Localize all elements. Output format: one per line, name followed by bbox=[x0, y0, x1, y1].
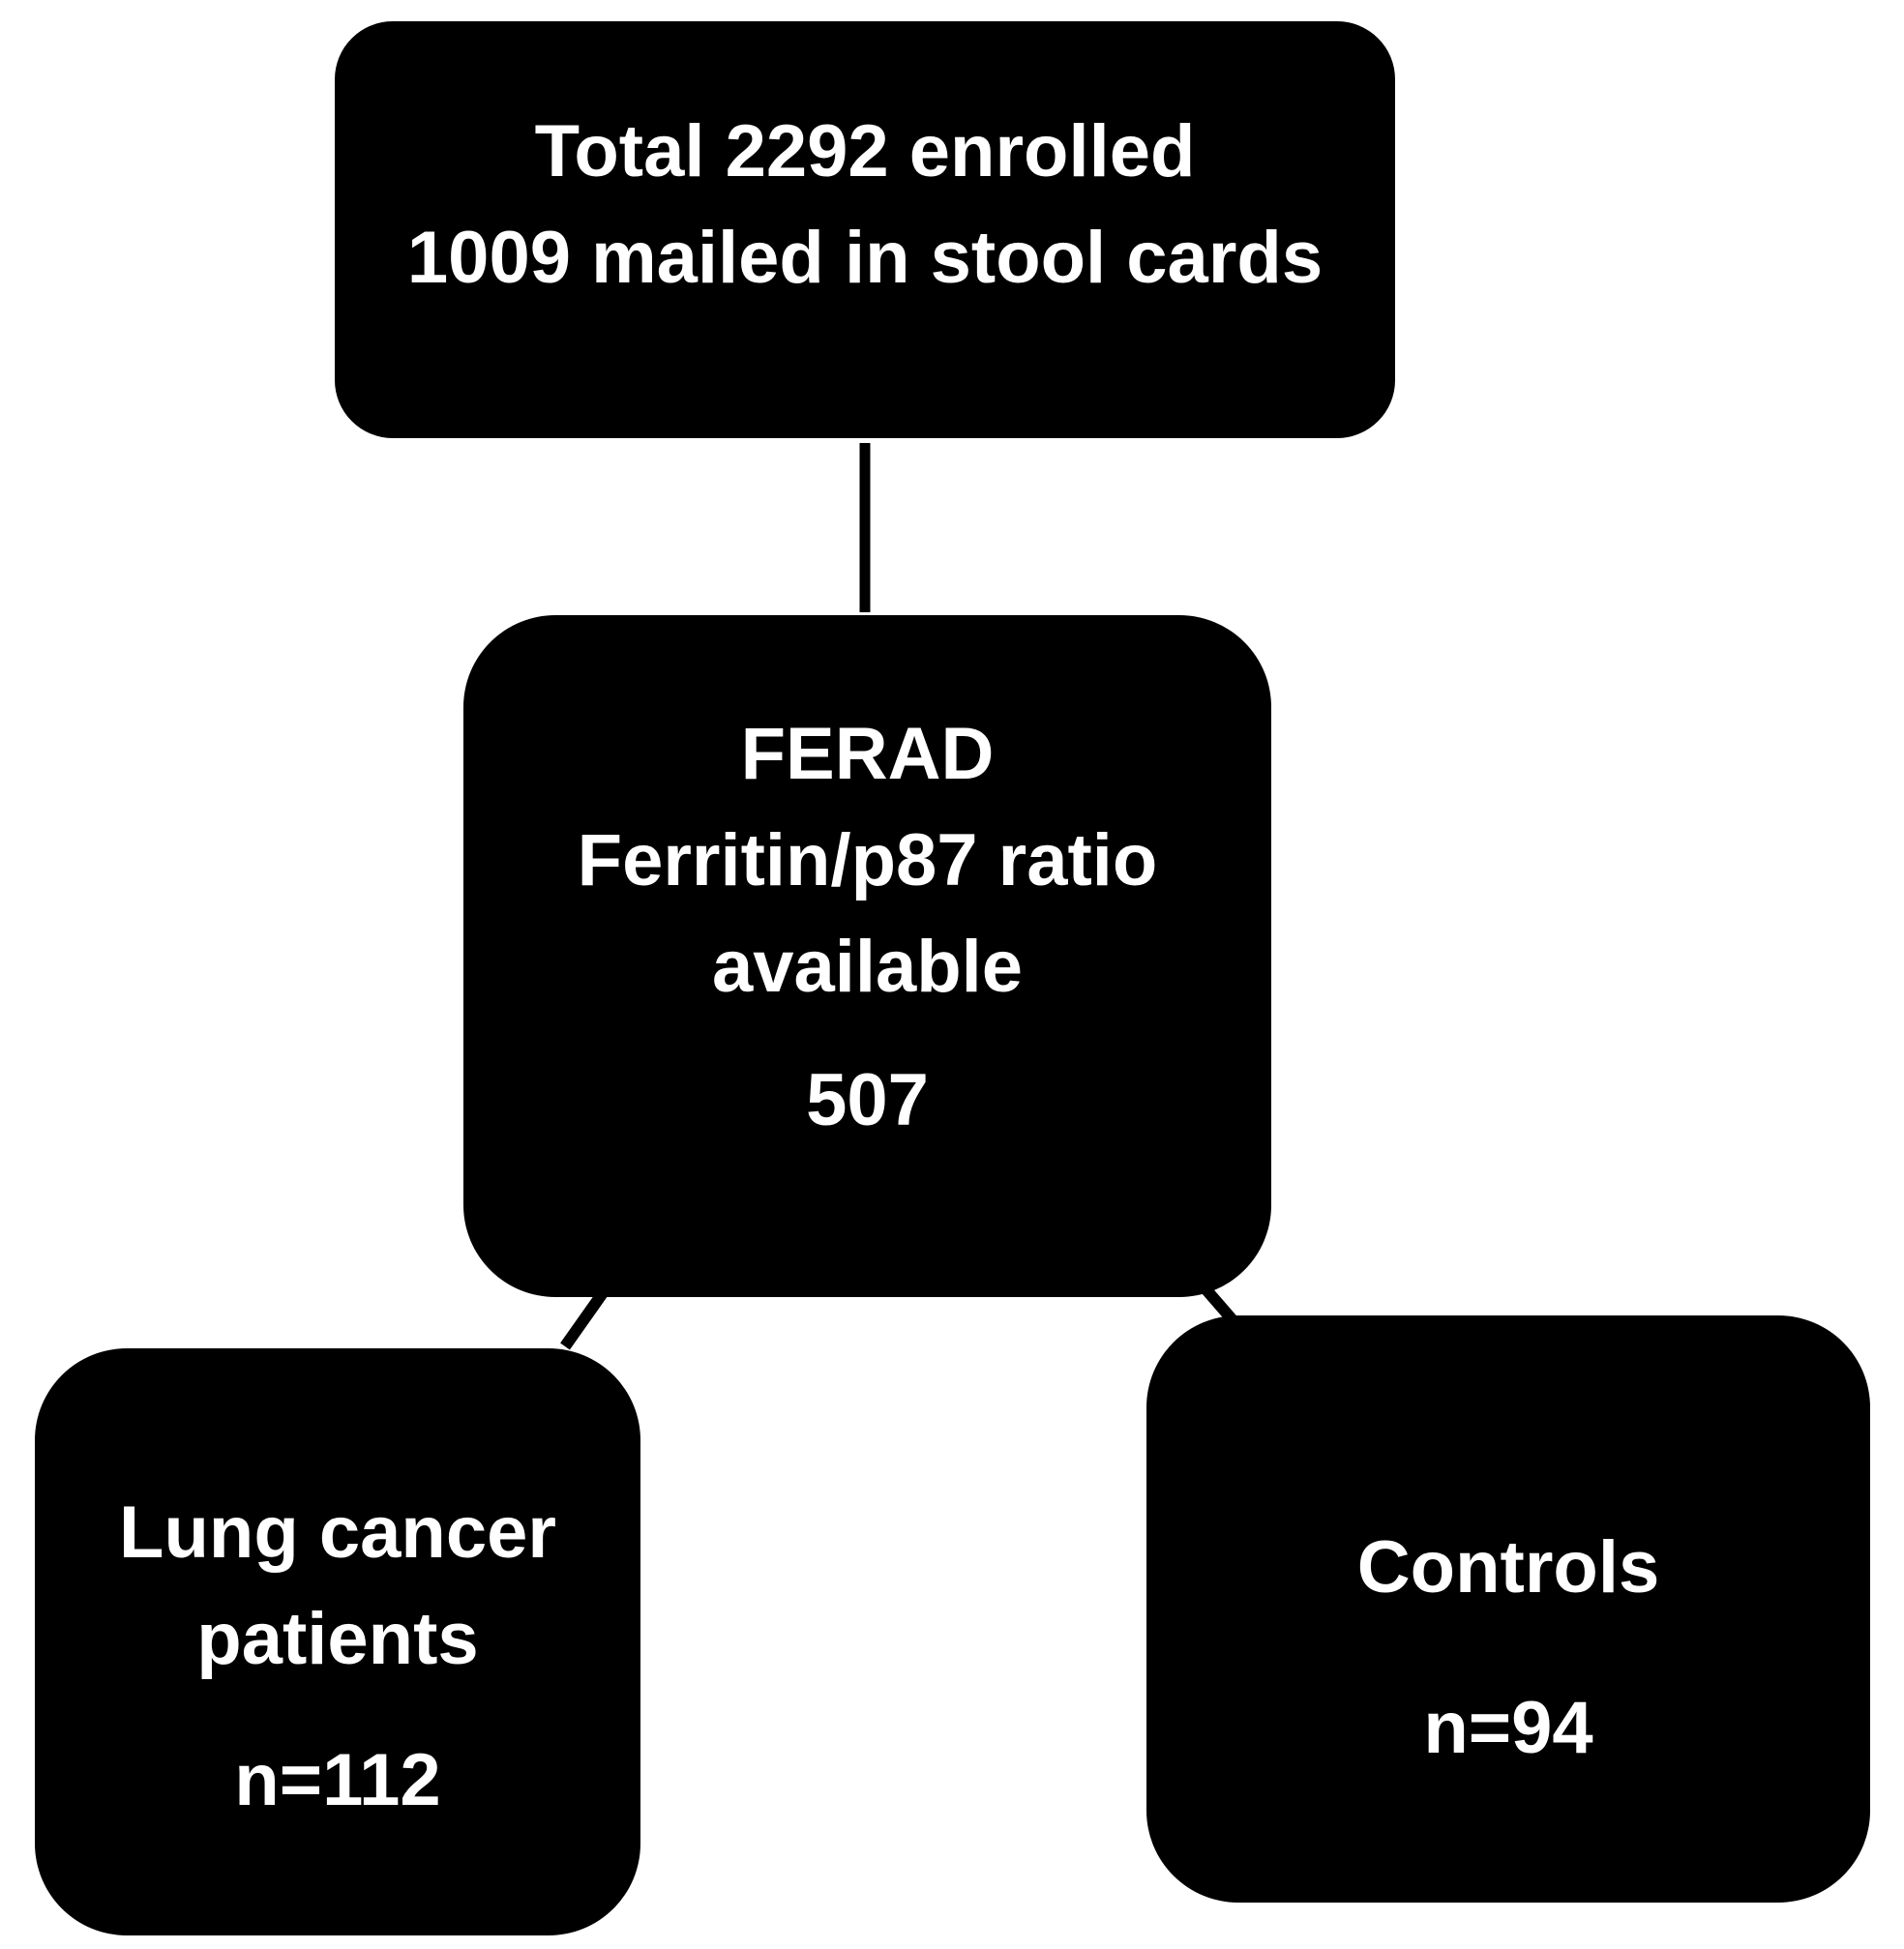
ferad-available-line: available bbox=[711, 925, 1024, 1008]
ferad-count: 507 bbox=[806, 1058, 929, 1141]
ferad-ratio-line: Ferritin/p87 ratio bbox=[577, 818, 1158, 901]
controls-count: n=94 bbox=[1423, 1686, 1593, 1769]
enrollment-total-line: Total 2292 enrolled bbox=[534, 109, 1196, 192]
ferad-box: FERAD Ferritin/p87 ratio available 507 bbox=[463, 615, 1271, 1297]
lung-patients-line: patients bbox=[196, 1597, 479, 1680]
enrollment-box: Total 2292 enrolled 1009 mailed in stool… bbox=[335, 21, 1395, 438]
enrollment-mailed-line: 1009 mailed in stool cards bbox=[406, 216, 1324, 299]
lung-count: n=112 bbox=[234, 1738, 441, 1821]
lung-cancer-line: Lung cancer bbox=[119, 1491, 556, 1574]
lung-cancer-box: Lung cancer patients n=112 bbox=[35, 1348, 640, 1935]
controls-box: Controls n=94 bbox=[1146, 1315, 1870, 1903]
ferad-title-line: FERAD bbox=[740, 712, 995, 795]
controls-title-line: Controls bbox=[1356, 1525, 1660, 1609]
